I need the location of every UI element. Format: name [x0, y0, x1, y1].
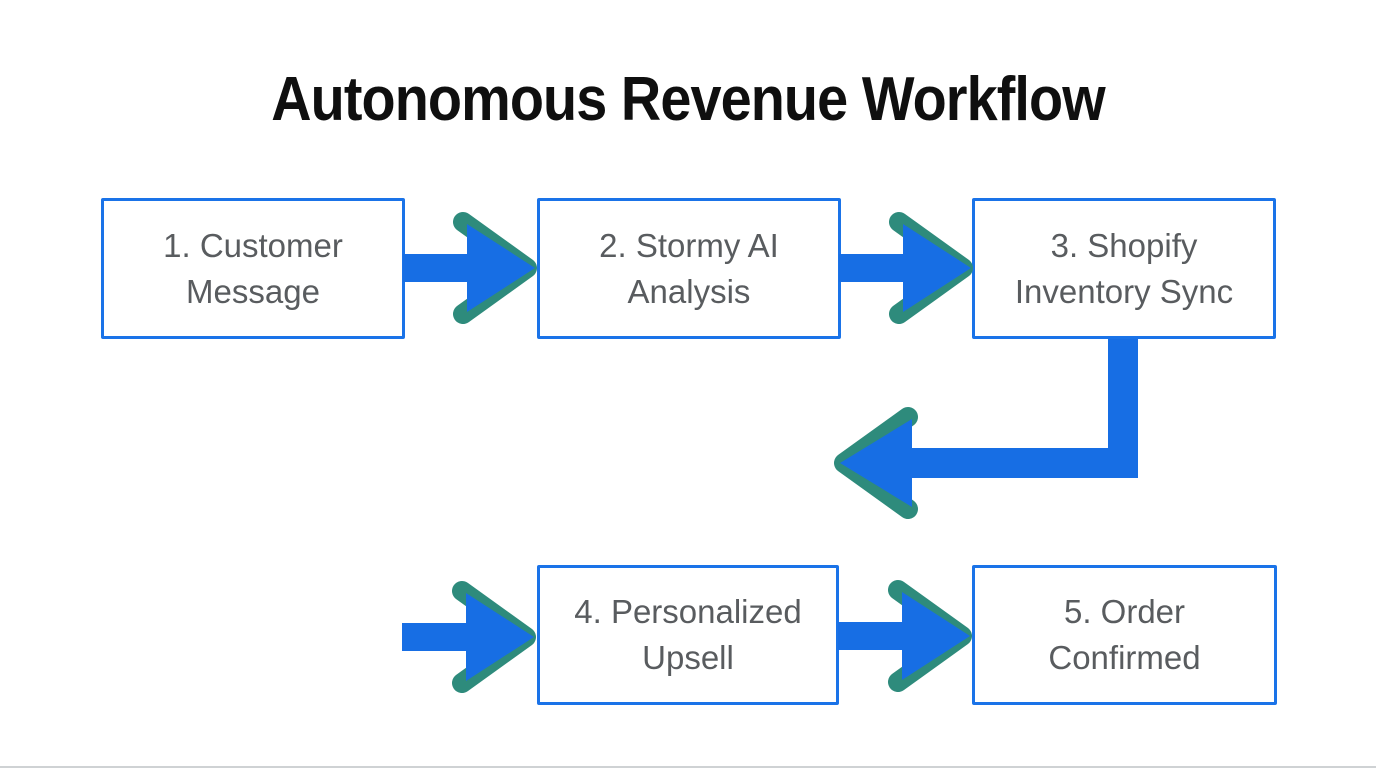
arrow-head-icon [840, 419, 912, 507]
arrow-shaft [838, 622, 912, 650]
arrow-head-icon [466, 593, 534, 681]
arrow-3-down-left [834, 339, 1138, 519]
arrow-head-icon [902, 592, 970, 680]
arrow-head-icon [467, 224, 535, 312]
page-title: Autonomous Revenue Workflow [271, 65, 1105, 134]
arrow-head-icon [903, 224, 971, 312]
arrow-shaft [402, 623, 476, 651]
arrow-1-to-2 [403, 212, 537, 324]
arrow-2-to-3 [839, 212, 973, 324]
arrow-shaft [839, 254, 913, 282]
arrow-4-to-5 [838, 580, 972, 692]
bottom-edge-line [0, 766, 1376, 768]
arrow-shaft [403, 254, 477, 282]
arrow-shaft-horizontal [894, 448, 1138, 478]
arrow-into-4 [402, 581, 536, 693]
